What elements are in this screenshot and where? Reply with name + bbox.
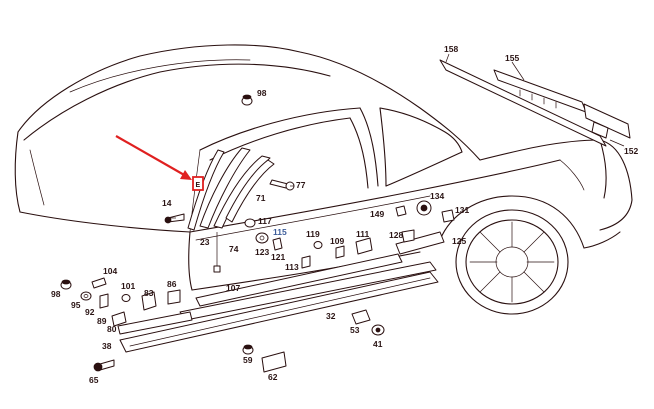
callout-111: 111 xyxy=(356,229,370,239)
rear-wheel xyxy=(455,209,569,315)
callout-74: 74 xyxy=(229,244,239,254)
callout-80: 80 xyxy=(107,324,117,334)
callout-152: 152 xyxy=(624,146,638,156)
highlight-label: E xyxy=(196,182,201,189)
callout-32: 32 xyxy=(326,311,336,321)
callout-121: 121 xyxy=(271,252,285,262)
callout-128: 128 xyxy=(389,230,403,240)
clips-fasteners xyxy=(60,94,455,373)
callout-86: 86 xyxy=(167,279,177,289)
callout-107: 107 xyxy=(226,283,240,293)
callout-125: 125 xyxy=(452,236,466,246)
highlight-annotation: E xyxy=(115,135,204,191)
callout-77: 77 xyxy=(296,180,306,190)
callout-134: 134 xyxy=(430,191,444,201)
callout-149: 149 xyxy=(370,209,384,219)
callout-117: 117 xyxy=(258,216,272,226)
callout-158: 158 xyxy=(444,44,458,54)
callout-23: 23 xyxy=(200,237,210,247)
callout-62: 62 xyxy=(268,372,278,382)
callout-labels: 158 155 152 98 77 14 71 23 74 117 115 12… xyxy=(51,44,638,385)
callout-83: 83 xyxy=(144,288,154,298)
callout-41: 41 xyxy=(373,339,383,349)
callout-59: 59 xyxy=(243,355,253,365)
leader-lines xyxy=(170,53,625,219)
callout-109: 109 xyxy=(330,236,344,246)
callout-95: 95 xyxy=(71,300,81,310)
callout-113: 113 xyxy=(285,262,299,272)
callout-38: 38 xyxy=(102,341,112,351)
callout-115: 115 xyxy=(273,227,287,237)
callout-65: 65 xyxy=(89,375,99,385)
callout-155: 155 xyxy=(505,53,519,63)
callout-119: 119 xyxy=(306,229,320,239)
callout-104: 104 xyxy=(103,266,117,276)
callout-123: 123 xyxy=(255,247,269,257)
car-body xyxy=(14,44,633,291)
highlight-box[interactable] xyxy=(192,176,204,191)
callout-131: 131 xyxy=(455,205,469,215)
window-frame-moulding xyxy=(187,147,275,231)
callout-98-left: 98 xyxy=(51,289,61,299)
red-arrow-shaft xyxy=(115,135,187,177)
callout-71: 71 xyxy=(256,193,266,203)
callout-89: 89 xyxy=(97,316,107,326)
callout-101: 101 xyxy=(121,281,135,291)
callout-98-top: 98 xyxy=(257,88,267,98)
side-mouldings xyxy=(117,231,445,353)
callout-14: 14 xyxy=(162,198,172,208)
trunk-trim-strip xyxy=(439,59,631,147)
callout-53: 53 xyxy=(350,325,360,335)
red-arrow-head xyxy=(180,170,192,180)
callout-92: 92 xyxy=(85,307,95,317)
